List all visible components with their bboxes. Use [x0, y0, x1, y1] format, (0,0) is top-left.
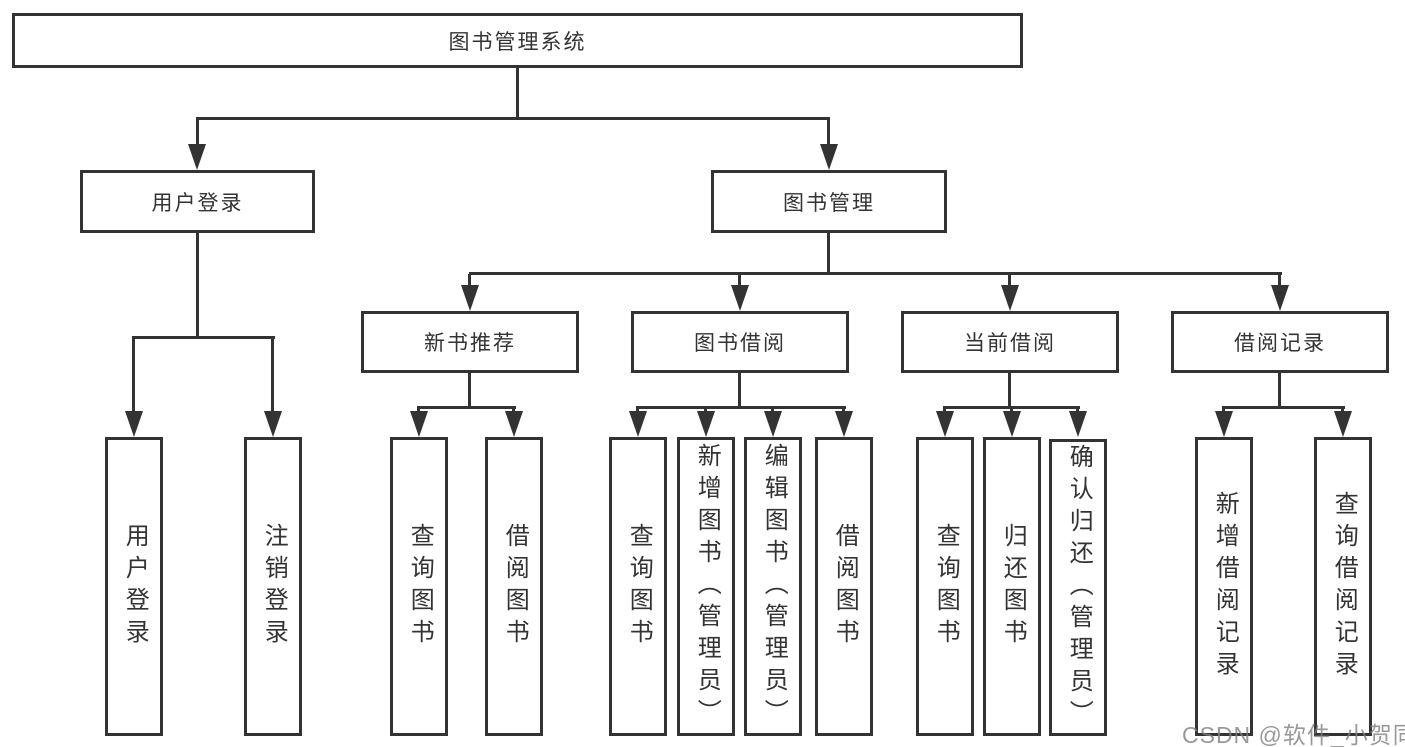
leaf-borrow-books-borrow-label: 借阅图书	[831, 522, 859, 651]
arrow-down-icon	[820, 144, 838, 170]
arrow-down-icon	[264, 411, 282, 437]
connector-line	[636, 406, 846, 409]
node-user-login-label: 用户登录	[151, 191, 244, 215]
arrow-down-icon	[505, 411, 523, 437]
leaf-return-books: 归还图书	[983, 437, 1041, 736]
leaf-query-books-newbook-label: 查询图书	[406, 522, 434, 651]
arrow-down-icon	[1271, 285, 1289, 311]
arrow-down-icon	[1215, 411, 1233, 437]
arrow-down-icon	[461, 285, 479, 311]
connector-line	[1008, 373, 1011, 409]
leaf-edit-books-admin-label: 编辑图书（管理员）	[760, 442, 788, 731]
leaf-return-books-label: 归还图书	[999, 522, 1027, 651]
connector-line	[1008, 274, 1011, 288]
connector-line	[132, 338, 135, 414]
node-book-management: 图书管理	[711, 170, 947, 233]
node-book-borrowing: 图书借阅	[631, 311, 849, 373]
connector-line	[1010, 406, 1013, 415]
leaf-query-books-borrow-label: 查询图书	[625, 522, 653, 651]
arrow-down-icon	[125, 411, 143, 437]
arrow-down-icon	[764, 411, 782, 437]
connector-line	[1341, 406, 1344, 415]
connector-line	[417, 406, 420, 415]
leaf-logout-label: 注销登录	[260, 522, 288, 651]
leaf-query-books-borrow: 查询图书	[609, 437, 667, 736]
watermark-text: CSDN @软件_小贺同学	[1182, 722, 1405, 747]
node-new-book-recommend: 新书推荐	[361, 311, 579, 373]
arrow-down-icon	[629, 411, 647, 437]
arrow-down-icon	[1069, 411, 1087, 437]
connector-line	[1076, 406, 1079, 415]
leaf-user-login: 用户登录	[105, 437, 163, 736]
leaf-query-borrow-record: 查询借阅记录	[1314, 437, 1372, 736]
node-user-login: 用户登录	[80, 170, 315, 233]
leaf-borrow-books-borrow: 借阅图书	[815, 437, 873, 736]
leaf-confirm-return-admin-label: 确认归还（管理员）	[1065, 443, 1093, 732]
leaf-edit-books-admin: 编辑图书（管理员）	[744, 437, 802, 736]
leaf-add-books-admin: 新增图书（管理员）	[677, 437, 735, 736]
leaf-confirm-return-admin: 确认归还（管理员）	[1049, 439, 1107, 736]
connector-line	[943, 406, 946, 415]
arrow-down-icon	[936, 411, 954, 437]
arrow-down-icon	[410, 411, 428, 437]
connector-line	[738, 373, 741, 409]
connector-line	[512, 406, 515, 415]
connector-line	[196, 119, 199, 147]
connector-line	[827, 233, 830, 275]
connector-line	[1278, 274, 1281, 288]
node-system: 图书管理系统	[12, 13, 1023, 68]
leaf-query-borrow-record-label: 查询借阅记录	[1330, 490, 1358, 683]
connector-line	[468, 373, 471, 409]
connector-line	[196, 117, 830, 120]
arrow-down-icon	[188, 144, 206, 170]
connector-line	[516, 68, 519, 120]
node-book-borrowing-label: 图书借阅	[694, 332, 786, 355]
connector-line	[842, 406, 845, 415]
connector-line	[196, 233, 199, 339]
leaf-query-books-current: 查询图书	[916, 437, 974, 736]
node-borrowing-records: 借阅记录	[1171, 311, 1389, 373]
connector-line	[827, 119, 830, 147]
connector-line	[738, 274, 741, 288]
arrow-down-icon	[1001, 285, 1019, 311]
arrow-down-icon	[731, 285, 749, 311]
node-current-borrowing-label: 当前借阅	[964, 332, 1056, 355]
arrow-down-icon	[1334, 411, 1352, 437]
connector-line	[771, 406, 774, 415]
arrow-down-icon	[835, 411, 853, 437]
connector-line	[468, 274, 471, 288]
connector-line	[704, 406, 707, 415]
connector-line	[1278, 373, 1281, 409]
leaf-query-books-newbook: 查询图书	[390, 437, 448, 736]
leaf-user-login-label: 用户登录	[121, 522, 149, 651]
connector-line	[1222, 406, 1345, 409]
node-new-book-recommend-label: 新书推荐	[424, 332, 516, 355]
connector-line	[469, 272, 1282, 275]
connector-line	[417, 406, 516, 409]
node-system-label: 图书管理系统	[448, 30, 587, 54]
leaf-borrow-books-newbook: 借阅图书	[485, 437, 543, 736]
connector-line	[271, 338, 274, 414]
leaf-logout: 注销登录	[244, 437, 302, 736]
node-borrowing-records-label: 借阅记录	[1234, 332, 1326, 355]
leaf-add-borrow-record-label: 新增借阅记录	[1211, 490, 1239, 683]
connector-line	[1222, 406, 1225, 415]
arrow-down-icon	[1003, 411, 1021, 437]
connector-line	[132, 336, 275, 339]
connector-line	[636, 406, 639, 415]
node-book-management-label: 图书管理	[783, 191, 875, 215]
leaf-add-books-admin-label: 新增图书（管理员）	[693, 442, 721, 731]
leaf-add-borrow-record: 新增借阅记录	[1195, 437, 1253, 736]
leaf-borrow-books-newbook-label: 借阅图书	[501, 522, 529, 651]
leaf-query-books-current-label: 查询图书	[932, 522, 960, 651]
node-current-borrowing: 当前借阅	[901, 311, 1119, 373]
arrow-down-icon	[697, 411, 715, 437]
